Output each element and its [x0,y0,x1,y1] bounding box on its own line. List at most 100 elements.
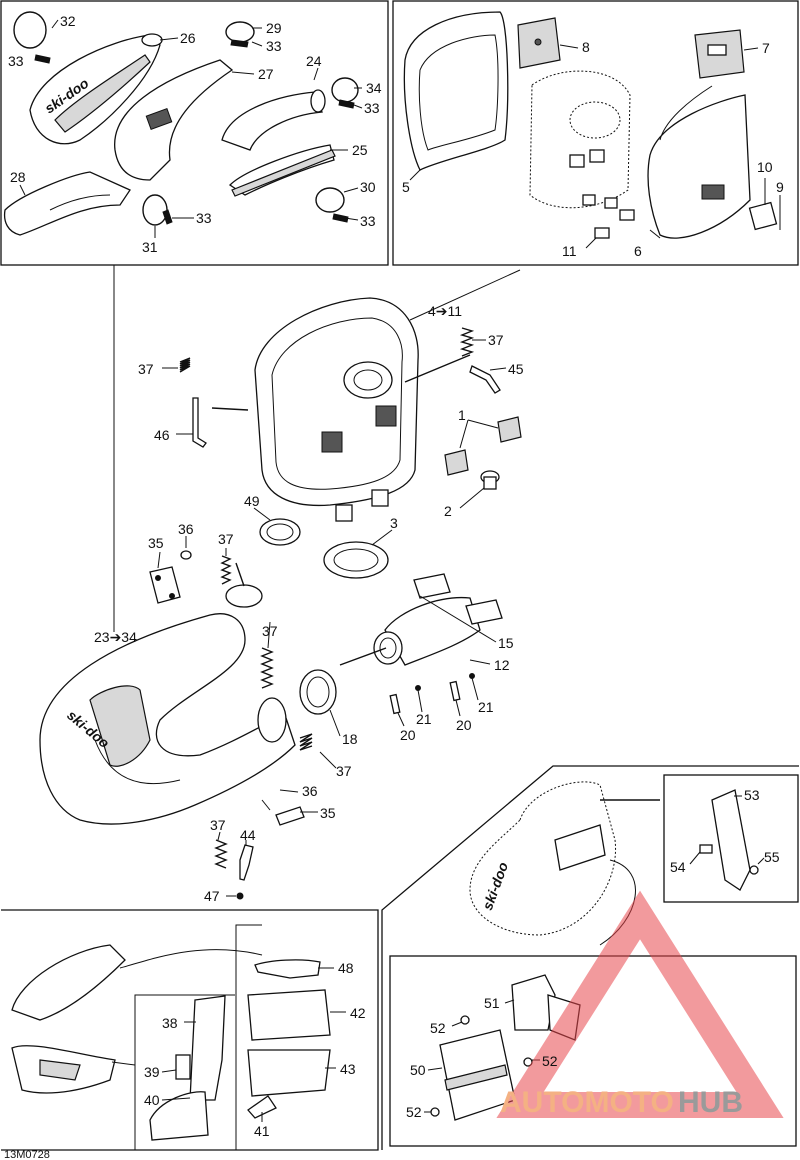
callout-37: 37 [218,531,234,547]
callout-11: 11 [562,243,577,259]
callout-38: 38 [162,1015,178,1031]
bracket-35 [149,566,181,604]
callout-9: 9 [776,179,784,195]
leaders-top-right [409,44,781,249]
frame-inset-plate [389,955,797,1147]
insulation-41 [247,1095,277,1119]
callout-24: 24 [306,53,322,69]
foam-pad-8 [517,17,561,69]
callout-37: 37 [262,623,278,639]
callout-39: 39 [144,1064,160,1080]
callout-45: 45 [508,361,524,377]
airbox-cover-5 [403,11,509,171]
callout-36: 36 [178,521,194,537]
callout-43: 43 [340,1061,356,1077]
spring-37-d [260,647,274,689]
callout-4-to-11: 4➔11 [428,303,462,319]
screws-20-21 [389,673,475,715]
callout-35: 35 [148,535,164,551]
stud-2 [480,470,500,490]
insulation-43 [247,1049,331,1097]
callout-labels: 32 33 26 29 33 27 24 34 33 25 28 30 33 3… [4,13,784,1160]
leaders-silencer [157,536,497,897]
callout-35: 35 [320,805,336,821]
intake-shell-25 [228,144,336,197]
callout-33: 33 [360,213,376,229]
airbox-base-dotted [529,70,631,209]
intake-elbow-24 [221,89,326,151]
spring-37-right [459,327,475,357]
nut-36 [180,550,192,560]
bolt-47 [236,892,244,900]
svg-text:ski-doo: ski-doo [479,859,511,912]
reference-code: 13M0728 [4,1149,50,1160]
insulation-42 [247,989,331,1041]
nut-55 [749,865,759,875]
frame-panels-left [134,994,235,1150]
callout-31: 31 [142,239,158,255]
frame-bottom-left [1,909,379,1151]
grommet-1 [444,416,522,476]
bracket-35-b [261,799,305,826]
callout-37: 37 [138,361,154,377]
leader-4-11 [409,269,521,321]
callout-25: 25 [352,142,368,158]
airbox-lower-6 [647,94,751,239]
clamp-34 [331,77,359,109]
callout-53: 53 [744,787,760,803]
silencer-assembly-23-34: ski-doo [39,584,296,825]
callout-6: 6 [634,243,642,259]
frame-panels-right [235,924,262,1150]
callout-51: 51 [484,995,500,1011]
spring-37-f [214,839,228,869]
intake-pad-28 [3,171,131,236]
carb-adapter-12 [373,596,481,666]
fasteners-52 [430,1015,533,1117]
callout-21: 21 [416,711,432,727]
spring-37-c [220,555,232,585]
frame-top-right [392,0,799,266]
frame-top-left [0,0,389,266]
strap-45 [469,365,501,394]
callout-10: 10 [757,159,773,175]
callout-12: 12 [494,657,510,673]
callout-26: 26 [180,30,196,46]
callout-29: 29 [266,20,282,36]
clamp-29 [225,21,255,48]
foam-pad-7 [694,29,745,79]
callout-48: 48 [338,960,354,976]
frame-inset-bracket [663,774,799,903]
clamp-30 [315,187,349,223]
callout-40: 40 [144,1092,160,1108]
callout-33: 33 [364,100,380,116]
callout-33: 33 [266,38,282,54]
seal-3 [323,541,389,579]
spring-37-left [179,357,191,373]
gasket-15 [413,573,503,625]
callout-49: 49 [244,493,260,509]
grommets-11 [594,209,635,239]
callout-41: 41 [254,1123,270,1139]
callout-52: 52 [430,1020,446,1036]
callout-32: 32 [60,13,76,29]
callout-15: 15 [498,635,514,651]
callout-3: 3 [390,515,398,531]
callout-34: 34 [366,80,382,96]
leaders-bottom-left [161,967,346,1122]
callout-1: 1 [458,407,466,423]
callout-7: 7 [762,40,770,56]
airbox-assembly [211,297,471,522]
insulation-48 [254,959,321,979]
callout-44: 44 [240,827,256,843]
callout-8: 8 [582,39,590,55]
callout-50: 50 [410,1062,426,1078]
callout-23-to-34: 23➔34 [94,629,137,645]
callout-27: 27 [258,66,274,82]
leaders-airbox [162,339,507,546]
callout-37: 37 [210,817,226,833]
intake-silencer-upper-26: ski-doo [29,33,163,145]
strap-46 [192,397,207,448]
watermark-logo: AUTOMOTO HUB [496,890,784,1119]
